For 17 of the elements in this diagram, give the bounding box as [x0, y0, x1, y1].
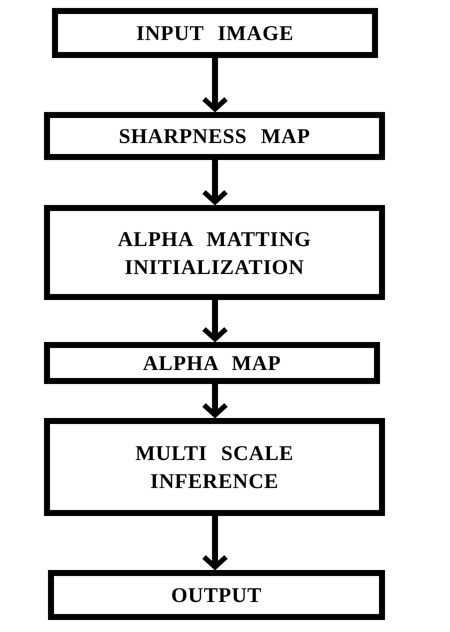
arrow [202, 160, 228, 204]
process-box [48, 570, 385, 620]
arrow [202, 300, 228, 342]
box-label: ALPHA MAP [142, 350, 282, 377]
box-label: MULTI SCALE INFERENCE [134, 440, 295, 495]
box-label: ALPHA MATTING INITIALIZATION [116, 226, 312, 280]
arrow [202, 516, 228, 570]
process-box [44, 342, 380, 384]
process-box [52, 8, 378, 58]
process-box [44, 112, 385, 160]
box-label: SHARPNESS MAP [118, 123, 310, 150]
arrow [202, 384, 228, 418]
process-box [44, 418, 385, 516]
box-label: OUTPUT [171, 582, 262, 609]
process-box [44, 205, 385, 300]
arrow [202, 58, 228, 112]
box-label: INPUT IMAGE [136, 20, 294, 47]
